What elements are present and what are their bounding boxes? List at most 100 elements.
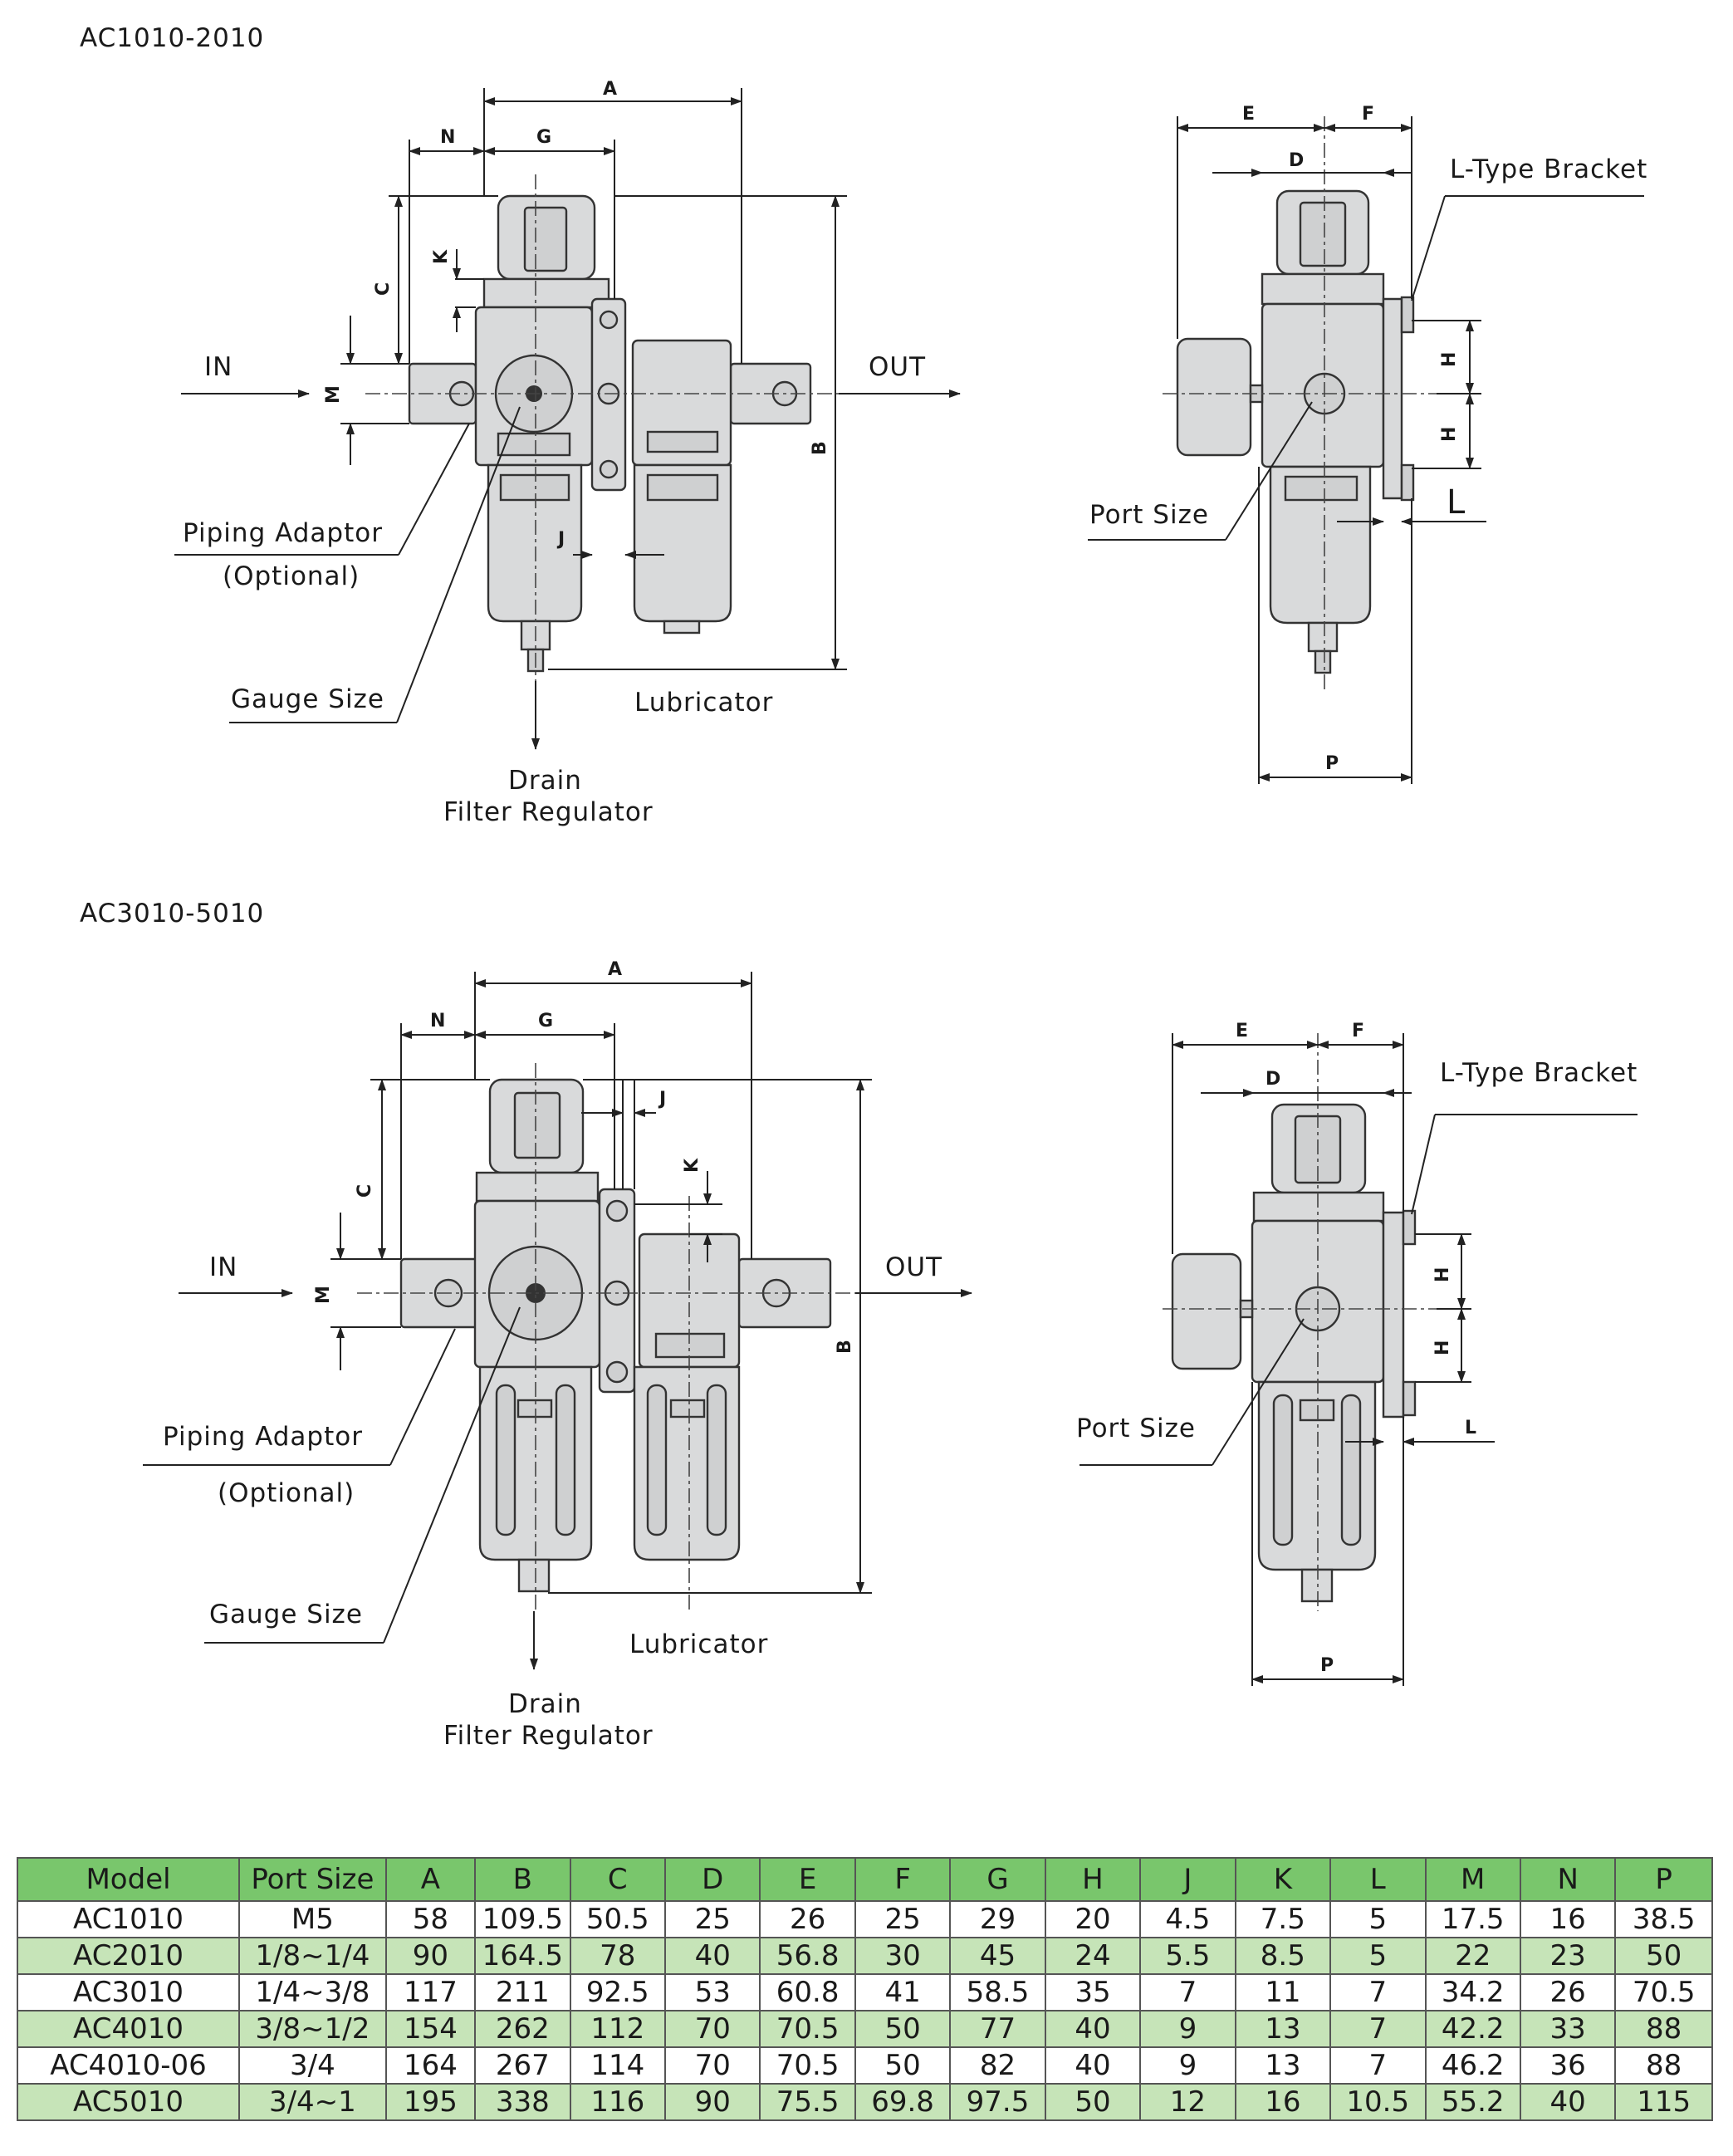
cell-g: 29 — [949, 1900, 1046, 1938]
cell-b: 262 — [474, 2010, 571, 2048]
cell-e: 70.5 — [759, 2046, 856, 2085]
cell-p: 70.5 — [1614, 1973, 1713, 2011]
cell-k: 13 — [1234, 2046, 1332, 2085]
side1-dim-h2-label: H — [1439, 427, 1460, 442]
cell-d: 70 — [663, 2046, 761, 2085]
header-g: G — [949, 1857, 1046, 1902]
cell-b: 109.5 — [474, 1900, 571, 1938]
dim-a-label: A — [603, 79, 617, 100]
dim-m-label: M — [323, 385, 344, 404]
cell-g: 45 — [949, 1937, 1046, 1975]
side2-dim-p-label: P — [1320, 1655, 1334, 1676]
dim2-c-label: C — [355, 1184, 375, 1198]
cell-f: 69.8 — [854, 2083, 952, 2121]
header-c: C — [569, 1857, 667, 1902]
dim2-b-label: B — [835, 1340, 855, 1354]
cell-e: 56.8 — [759, 1937, 856, 1975]
table-row: AC3010 1/4~3/8 117 211 92.5 53 60.8 41 5… — [16, 1973, 1713, 2011]
side-gauge — [1176, 337, 1252, 457]
cell-e: 70.5 — [759, 2010, 856, 2048]
cell-l: 7 — [1329, 2010, 1427, 2048]
header-d: D — [663, 1857, 761, 1902]
dim2-k-label: K — [682, 1158, 703, 1173]
cell-p: 38.5 — [1614, 1900, 1713, 1938]
cell-k: 13 — [1234, 2010, 1332, 2048]
cell-f: 30 — [854, 1937, 952, 1975]
cell-d: 53 — [663, 1973, 761, 2011]
cell-k: 7.5 — [1234, 1900, 1332, 1938]
cell-c: 50.5 — [569, 1900, 667, 1938]
cell-m: 34.2 — [1424, 1973, 1521, 2011]
cell-b: 211 — [474, 1973, 571, 2011]
dim2-j-label: J — [658, 1089, 666, 1110]
cell-l: 7 — [1329, 1973, 1427, 2011]
cell-c: 112 — [569, 2010, 667, 2048]
cell-model: AC1010 — [16, 1900, 241, 1938]
table-header-row: Model Port Size A B C D E F G H J K L M … — [16, 1857, 1713, 1902]
drain2-label: Drain — [508, 1689, 582, 1719]
cell-g: 58.5 — [949, 1973, 1046, 2011]
side1-dim-e-label: E — [1242, 104, 1255, 125]
cell-c: 114 — [569, 2046, 667, 2085]
cell-k: 16 — [1234, 2083, 1332, 2121]
header-k: K — [1234, 1857, 1332, 1902]
cell-n: 33 — [1519, 2010, 1617, 2048]
cell-j: 7 — [1139, 1973, 1236, 2011]
header-p: P — [1614, 1857, 1713, 1902]
cell-l: 10.5 — [1329, 2083, 1427, 2121]
dim-n-label: N — [440, 127, 455, 148]
cell-k: 8.5 — [1234, 1937, 1332, 1975]
cell-port-size: 3/4~1 — [238, 2083, 387, 2121]
header-a: A — [384, 1857, 477, 1902]
cell-c: 92.5 — [569, 1973, 667, 2011]
cell-m: 17.5 — [1424, 1900, 1521, 1938]
cell-p: 88 — [1614, 2010, 1713, 2048]
table-row: AC5010 3/4~1 195 338 116 90 75.5 69.8 97… — [16, 2083, 1713, 2121]
section1-title: AC1010-2010 — [80, 23, 264, 53]
section1-side-view: E F D L-Type Bracket H H L Port Size P — [1088, 104, 1647, 784]
piping-adaptor-label: Piping Adaptor — [183, 518, 383, 548]
drain2-valve — [517, 1558, 551, 1593]
section2-title: AC3010-5010 — [80, 899, 264, 929]
side2-dim-d-label: D — [1265, 1069, 1280, 1090]
cell-port-size: 1/4~3/8 — [238, 1973, 387, 2011]
cell-g: 97.5 — [949, 2083, 1046, 2121]
out-label: OUT — [869, 352, 926, 382]
header-b: B — [474, 1857, 571, 1902]
cell-l: 5 — [1329, 1900, 1427, 1938]
dim-j-label: J — [556, 529, 565, 550]
section2-front-view: AC3010-5010 IN OUT — [80, 899, 972, 1751]
gauge-size2-label: Gauge Size — [209, 1600, 363, 1629]
dim-b-label: B — [810, 441, 830, 455]
optional-label: (Optional) — [223, 561, 360, 591]
cell-h: 24 — [1044, 1937, 1142, 1975]
cell-p: 50 — [1614, 1937, 1713, 1975]
cell-g: 82 — [949, 2046, 1046, 2085]
filter-regulator-label: Filter Regulator — [443, 797, 654, 827]
side1-port-size-label: Port Size — [1089, 500, 1209, 530]
header-h: H — [1044, 1857, 1142, 1902]
side1-dim-l-label: L — [1447, 483, 1466, 522]
side2-dim-f-label: F — [1352, 1021, 1364, 1041]
cell-j: 9 — [1139, 2010, 1236, 2048]
cell-h: 40 — [1044, 2046, 1142, 2085]
side2-dim-h1-label: H — [1432, 1267, 1453, 1282]
cell-m: 46.2 — [1424, 2046, 1521, 2085]
cell-j: 5.5 — [1139, 1937, 1236, 1975]
cell-n: 40 — [1519, 2083, 1617, 2121]
side1-dim-h1-label: H — [1439, 352, 1460, 367]
cell-f: 50 — [854, 2046, 952, 2085]
cell-model: AC4010 — [16, 2010, 241, 2048]
cell-d: 70 — [663, 2010, 761, 2048]
section1-front-view: AC1010-2010 — [80, 23, 961, 827]
cell-port-size: 3/8~1/2 — [238, 2010, 387, 2048]
side2-dim-h2-label: H — [1432, 1340, 1453, 1355]
header-f: F — [854, 1857, 952, 1902]
cell-port-size: 3/4 — [238, 2046, 387, 2085]
side2-port-size-label: Port Size — [1076, 1414, 1196, 1443]
table-row: AC2010 1/8~1/4 90 164.5 78 40 56.8 30 45… — [16, 1937, 1713, 1975]
cell-h: 20 — [1044, 1900, 1142, 1938]
gauge-size-label: Gauge Size — [231, 684, 384, 714]
cell-b: 267 — [474, 2046, 571, 2085]
cell-e: 26 — [759, 1900, 856, 1938]
